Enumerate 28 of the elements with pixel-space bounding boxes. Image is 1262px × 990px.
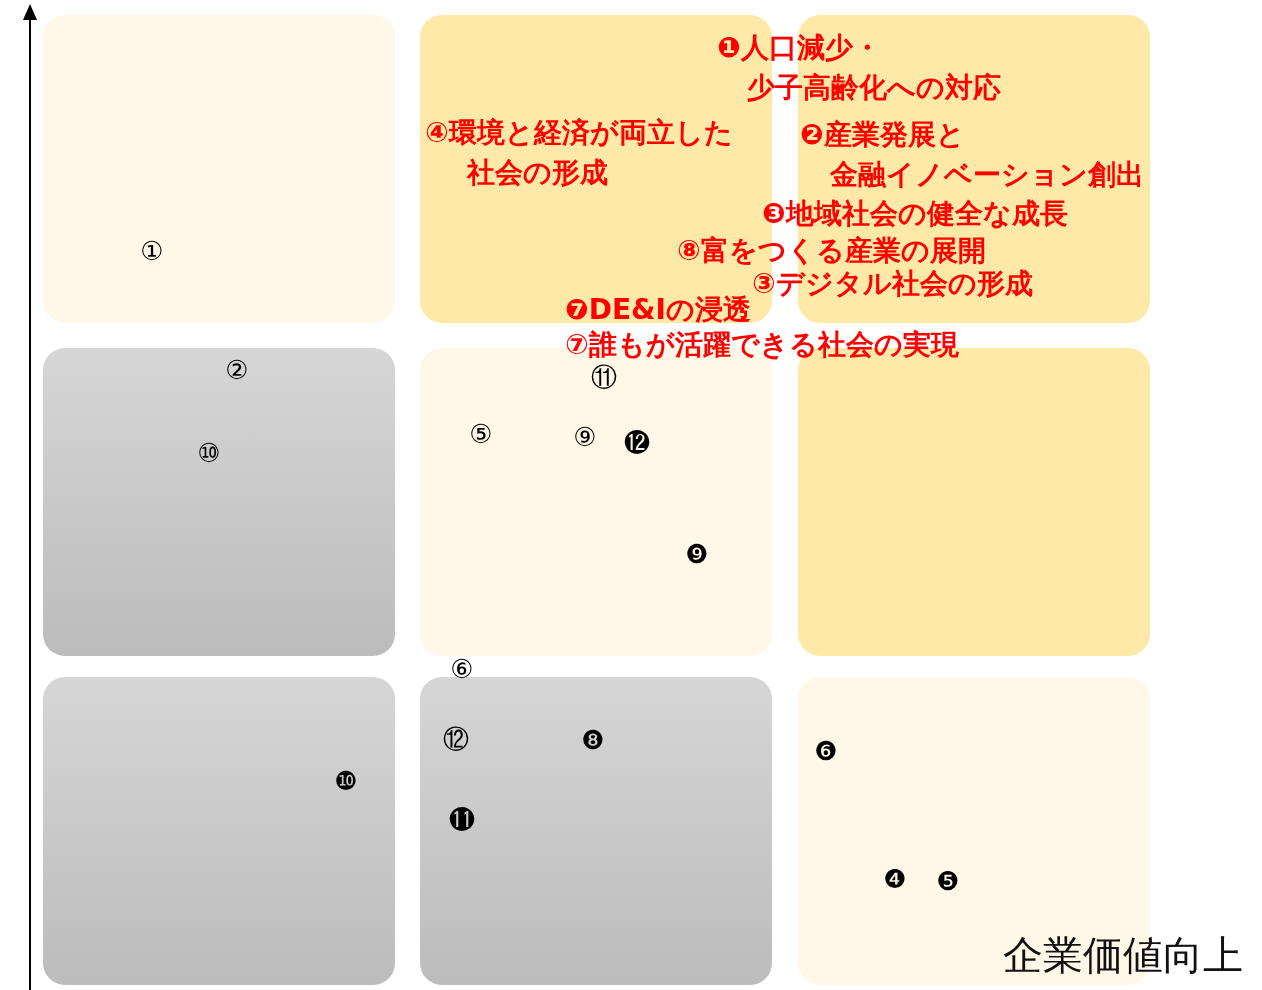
circled-number: ⑩ (197, 440, 221, 466)
circled-number: ❿ (334, 768, 358, 794)
circled-number: ❾ (685, 541, 709, 567)
circled-number: ❹ (883, 866, 907, 892)
circled-number: ⑨ (573, 424, 597, 450)
issue-label: ③デジタル社会の形成 (752, 266, 1033, 302)
issue-label: ⑧富をつくる産業の展開 (677, 233, 986, 269)
circled-number: ⑫ (443, 726, 469, 752)
circled-number: ⑪ (591, 364, 617, 390)
quadrant-panel (43, 348, 395, 656)
circled-number: ⑥ (450, 656, 474, 682)
issue-label: ❸地域社会の健全な成長 (762, 196, 1068, 232)
circled-number: ① (140, 238, 164, 264)
circled-number: ❽ (581, 727, 605, 753)
circled-number: ⓫ (449, 807, 475, 833)
issue-label: ⑦誰もが活躍できる社会の実現 (565, 327, 959, 363)
quadrant-panel (43, 677, 395, 985)
circled-number: ❻ (814, 738, 838, 764)
circled-number: ⓬ (624, 430, 650, 456)
circled-number: ⑤ (469, 421, 493, 447)
issue-label: ❼DE&Iの浸透 (565, 292, 751, 328)
issue-label: ❶人口減少・少子高齢化への対応 (717, 30, 1002, 106)
issue-label: ④環境と経済が両立した社会の形成 (425, 115, 734, 191)
circled-number: ❺ (936, 868, 960, 894)
quadrant-panel (420, 677, 772, 985)
axis-label: 企業価値向上 (1003, 931, 1243, 980)
circled-number: ② (225, 357, 249, 383)
issue-label: ❷産業発展と金融イノベーション創出 (800, 117, 1144, 193)
